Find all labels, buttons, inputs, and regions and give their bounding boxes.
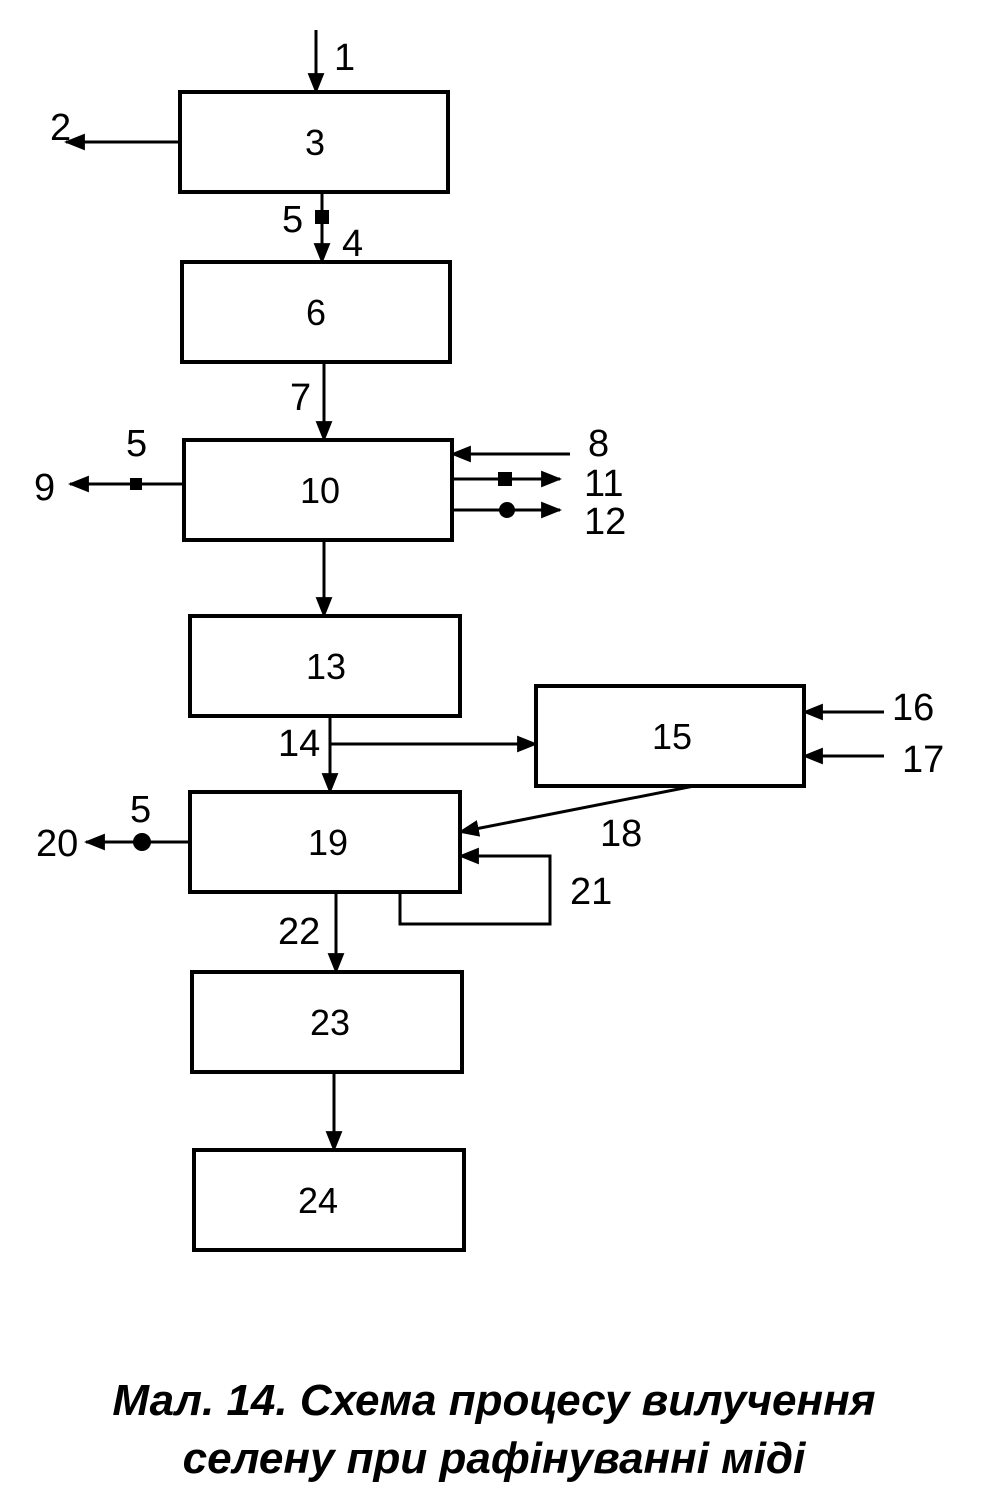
block-6 (180, 260, 452, 364)
figure-caption: Мал. 14. Схема процесу вилучення селену … (0, 1372, 988, 1488)
stream-21-label: 21 (570, 871, 612, 913)
stream-5-label: 5 (282, 199, 303, 241)
block-23 (190, 970, 464, 1074)
caption-line-1: Мал. 14. Схема процесу вилучення (112, 1376, 876, 1425)
stream-18-label: 18 (600, 813, 642, 855)
block-6-label: 6 (306, 292, 326, 333)
stream-5-marker-square-left (130, 478, 142, 490)
stream-11-label: 11 (584, 463, 623, 505)
stream-21-recycle-arrow (398, 847, 552, 926)
flow-diagram: 3 6 10 13 15 19 23 24 1 2 5 4 7 5 9 8 11… (34, 30, 944, 1252)
stream-5-label-bottom: 5 (130, 789, 151, 831)
stream-8-label: 8 (588, 423, 609, 465)
stream-11-marker (498, 472, 512, 486)
block-10-label: 10 (300, 470, 340, 511)
stream-22-label: 22 (278, 911, 320, 953)
stream-17-label: 17 (902, 739, 944, 781)
block-13-label: 13 (306, 646, 346, 687)
stream-5-label-left: 5 (126, 423, 147, 465)
stream-1-label: 1 (334, 37, 355, 79)
caption-line-2: селену при рафінуванні міді (182, 1434, 806, 1483)
block-3-label: 3 (305, 122, 325, 163)
stream-12-marker (499, 502, 515, 518)
stream-5-marker-circle (133, 833, 151, 851)
block-23-label: 23 (310, 1002, 350, 1043)
block-24-label: 24 (298, 1180, 338, 1221)
block-19-label: 19 (308, 822, 348, 863)
stream-2-label: 2 (50, 107, 71, 149)
stream-9-label: 9 (34, 467, 55, 509)
block-24 (192, 1148, 466, 1252)
stream-12-label: 12 (584, 501, 626, 543)
stream-7-label: 7 (290, 377, 311, 419)
stream-14-label: 14 (278, 723, 320, 765)
block-15 (534, 684, 806, 788)
stream-5-marker-square (315, 210, 329, 224)
stream-20-label: 20 (36, 823, 78, 865)
stream-16-label: 16 (892, 687, 934, 729)
stream-18-arrow (457, 784, 695, 837)
stream-4-label: 4 (342, 223, 363, 265)
block-13 (188, 614, 462, 718)
block-15-label: 15 (652, 716, 692, 757)
